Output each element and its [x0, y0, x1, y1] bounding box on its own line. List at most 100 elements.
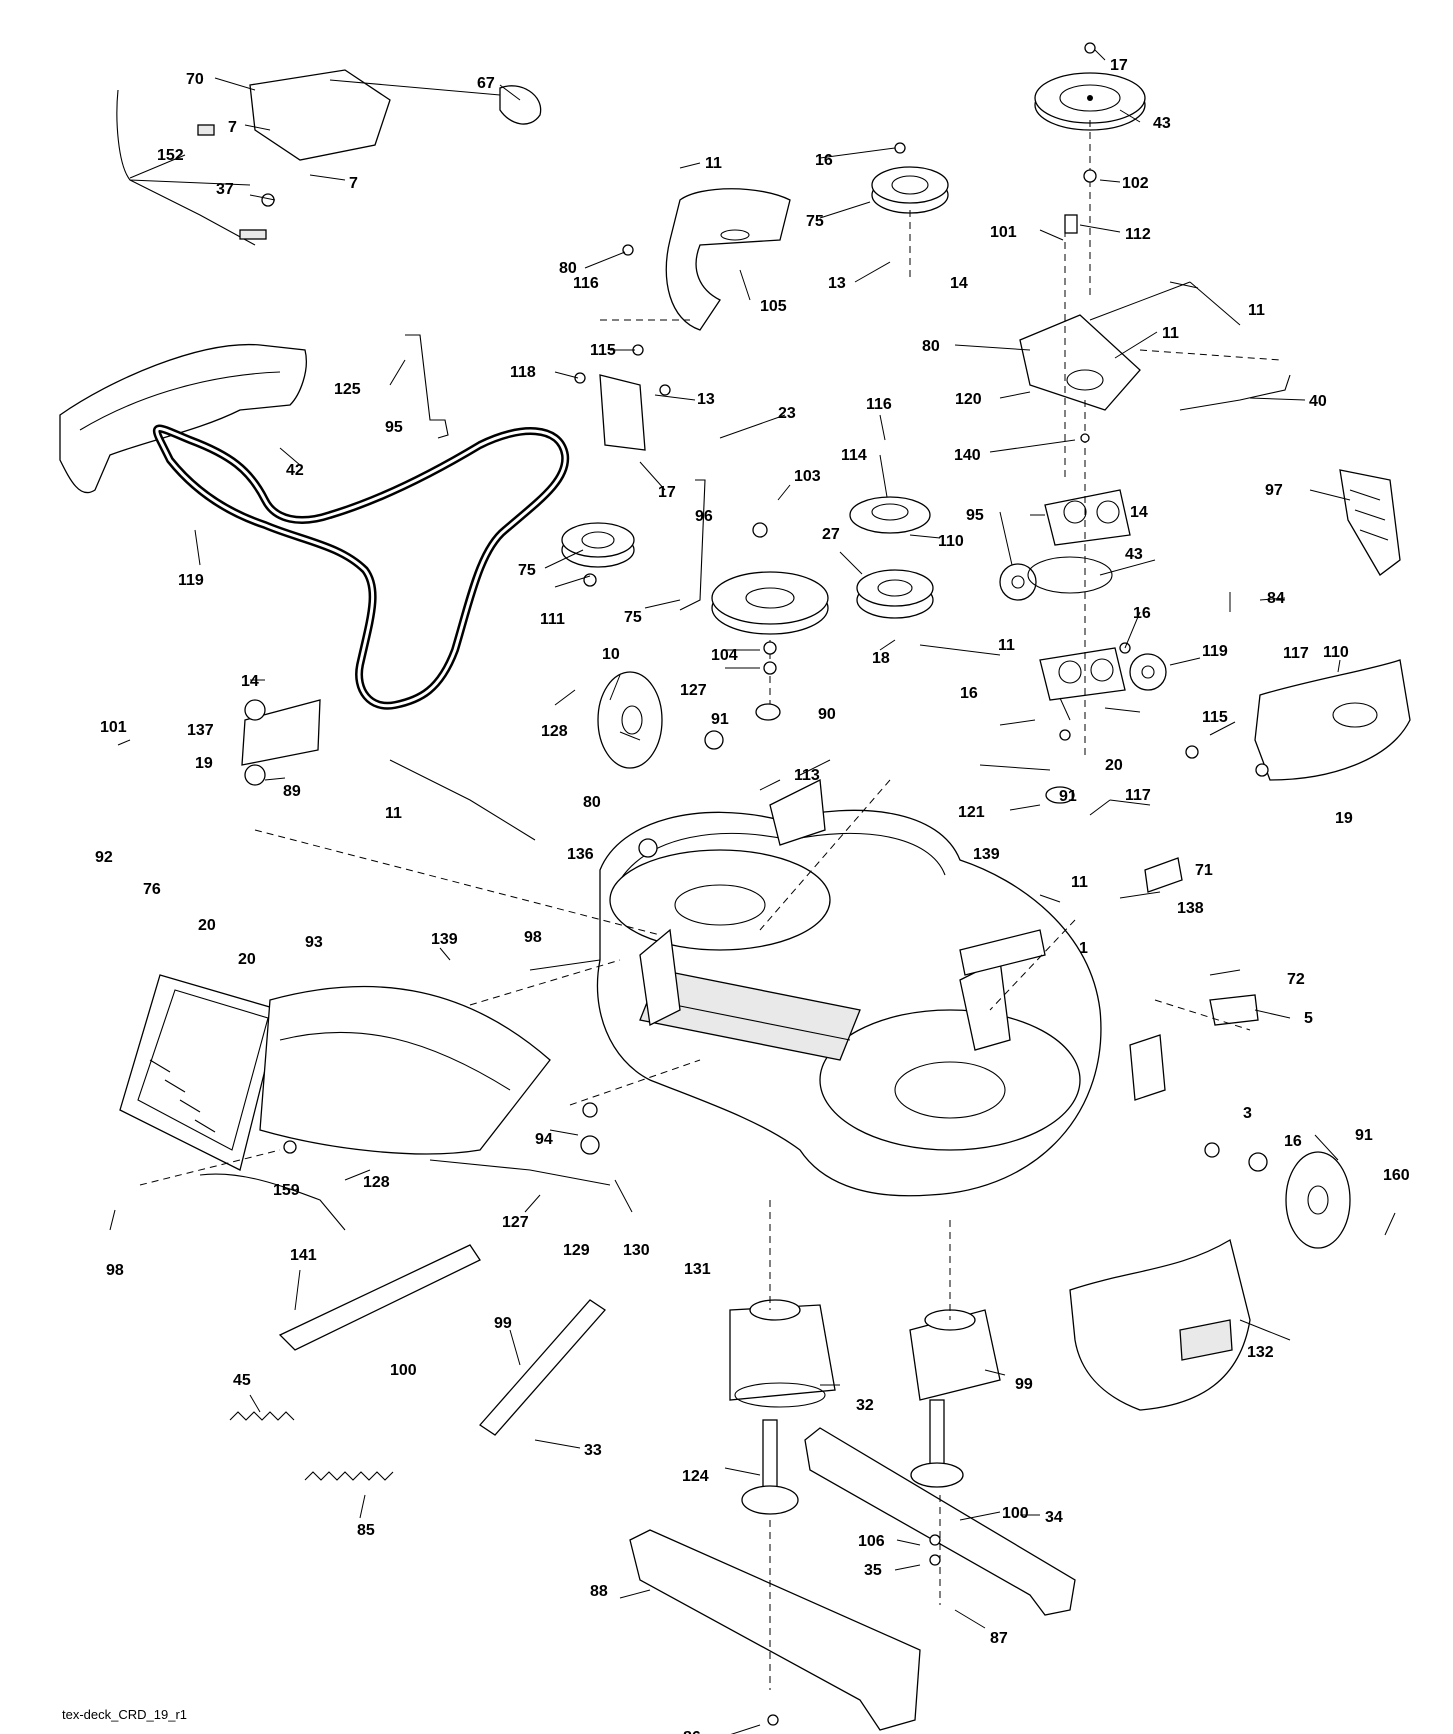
callout-label: 95: [385, 419, 403, 436]
hose-138: [199, 1173, 346, 1231]
drawing-code-footer: tex-deck_CRD_19_r1: [62, 1707, 187, 1722]
callout-label: 84: [1267, 590, 1285, 607]
gasket-111: [1027, 556, 1113, 594]
callout-label: 67: [477, 75, 495, 92]
callout-label: 113: [794, 767, 820, 784]
callout-label: 27: [822, 526, 840, 543]
callout-label: 119: [1202, 643, 1228, 660]
callout-label: 88: [590, 1583, 608, 1600]
rod-84: [679, 479, 706, 611]
callout-label: 75: [806, 213, 824, 230]
callout-label: 17: [1110, 57, 1128, 74]
callout-label: 91: [1355, 1127, 1373, 1144]
spindle-cover-104: [1254, 659, 1411, 781]
callout-label: 125: [334, 381, 361, 398]
callout-label: 1: [1079, 940, 1088, 957]
lift-arm-99-lower: [479, 1299, 606, 1436]
gauge-wheel-right: [1285, 1151, 1351, 1249]
bracket-94: [1209, 994, 1259, 1026]
callout-label: 111: [540, 611, 565, 628]
callout-label: 101: [100, 719, 127, 736]
rod-120: [1179, 374, 1291, 411]
lift-arm-99-upper: [278, 1244, 481, 1351]
callout-label: 80: [559, 260, 577, 277]
belt-guard-left: [59, 343, 307, 494]
callout-label: 100: [390, 1362, 417, 1379]
callout-label: 99: [494, 1315, 512, 1332]
discharge-chute: [119, 974, 551, 1171]
callout-label: 91: [711, 711, 729, 728]
callout-label: 42: [286, 462, 304, 479]
idler-arm-105: [665, 188, 791, 331]
hardware-fasteners: [244, 42, 1269, 1726]
callout-label: 116: [866, 396, 892, 413]
gear-110-left: [999, 563, 1037, 601]
blade-35: [629, 1529, 921, 1731]
callout-labels: 70 67 7 7 152 37 11 16 17 43 102 101 112…: [95, 57, 1410, 1734]
gear-119-lower: [1039, 647, 1126, 701]
callout-label: 20: [198, 917, 216, 934]
drive-belt: [152, 424, 570, 710]
callout-label: 16: [815, 152, 833, 169]
spring-32: [229, 1411, 295, 1421]
callout-label: 100: [1002, 1505, 1029, 1522]
callout-label: 16: [1133, 605, 1151, 622]
callout-label: 159: [273, 1182, 300, 1199]
pulley-97: [849, 496, 931, 534]
callout-label: 11: [705, 155, 722, 172]
callout-label: 101: [990, 224, 1017, 241]
callout-label: 13: [697, 391, 715, 408]
callout-label: 75: [518, 562, 536, 579]
callout-label: 92: [95, 849, 113, 866]
callout-label: 96: [695, 508, 713, 525]
callout-label: 87: [990, 1630, 1008, 1647]
callout-label: 23: [778, 405, 796, 422]
callout-label: 114: [841, 447, 867, 464]
spindle-shaft-124: [910, 1399, 964, 1488]
callout-label: 94: [535, 1131, 553, 1148]
spindle-shaft-34: [741, 1419, 799, 1515]
callout-label: 160: [1383, 1167, 1410, 1184]
callout-label: 85: [357, 1522, 375, 1539]
callout-label: 89: [283, 783, 301, 800]
callout-label: 116: [573, 275, 599, 292]
spindle-housing-33: [729, 1299, 836, 1408]
callout-label: 80: [583, 794, 601, 811]
callout-label: 19: [195, 755, 213, 772]
callout-label: 132: [1247, 1344, 1274, 1361]
callout-label: 119: [178, 572, 204, 589]
callout-label: 106: [858, 1533, 885, 1550]
callout-label: 11: [1162, 325, 1179, 342]
clip-93: [1144, 857, 1183, 893]
callout-label: 137: [187, 722, 214, 739]
gear-110-right: [1129, 653, 1167, 691]
callout-label: 16: [960, 685, 978, 702]
callout-label: 17: [658, 484, 676, 501]
idler-pulley-75-top: [871, 166, 949, 214]
bracket-125: [599, 374, 646, 451]
callout-label: 14: [241, 673, 259, 690]
callout-label: 86: [683, 1729, 701, 1734]
callout-label: 140: [954, 447, 981, 464]
gear-119-upper: [1044, 489, 1131, 546]
callout-label: 7: [349, 175, 358, 192]
callout-label: 115: [590, 342, 616, 359]
idler-pulley-75-mid: [856, 569, 934, 619]
callout-label: 139: [973, 846, 1000, 863]
callout-label: 124: [682, 1468, 709, 1485]
callout-label: 7: [228, 119, 237, 136]
callout-label: 120: [955, 391, 982, 408]
callout-label: 141: [290, 1247, 317, 1264]
callout-label: 93: [305, 934, 323, 951]
deck-bracket-103: [1339, 469, 1401, 576]
callout-label: 45: [233, 1372, 251, 1389]
callout-label: 97: [1265, 482, 1283, 499]
callout-label: 20: [1105, 757, 1123, 774]
callout-label: 5: [1304, 1010, 1313, 1027]
callout-label: 95: [966, 507, 984, 524]
callout-label: 43: [1153, 115, 1171, 132]
callout-label: 19: [1335, 810, 1353, 827]
callout-label: 131: [684, 1261, 711, 1278]
callout-label: 76: [143, 881, 161, 898]
